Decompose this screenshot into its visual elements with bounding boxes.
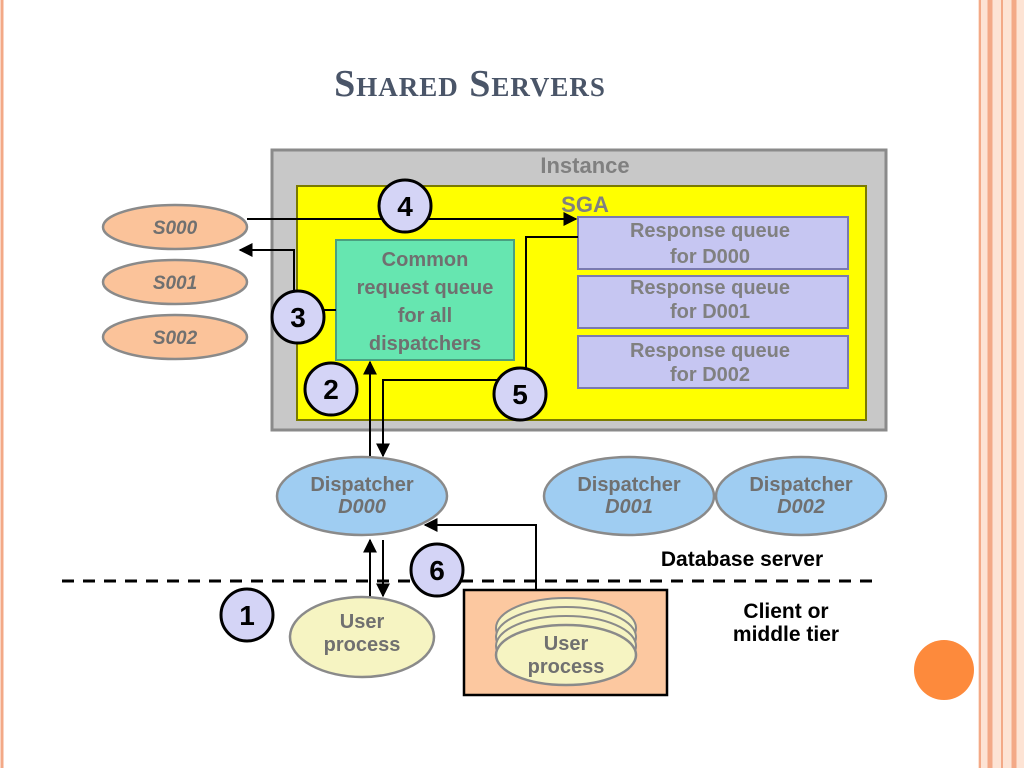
sga-label: SGA (561, 192, 609, 217)
response-queue-line2: for D000 (670, 246, 750, 268)
user-process-line: User (340, 611, 385, 633)
step-5-badge: 5 (492, 366, 548, 422)
dispatcher-id: D001 (605, 496, 653, 518)
database-server-label: Database server (661, 548, 823, 571)
dispatcher-d002: Dispatcher D002 (714, 455, 888, 537)
request-queue-line: for all (398, 305, 452, 327)
response-queue-d002: Response queue for D002 (577, 335, 849, 389)
server-label: S001 (153, 273, 197, 294)
step-1-badge: 1 (219, 587, 275, 643)
step-3-badge: 3 (270, 289, 326, 345)
server-label: S002 (153, 328, 198, 349)
accent-dot (914, 640, 974, 700)
step-number: 6 (429, 555, 445, 586)
response-queue-line2: for D001 (670, 301, 750, 323)
user-process-line: process (528, 656, 605, 678)
dispatcher-d000: Dispatcher D000 (275, 455, 449, 537)
client-tier-label-line: Client or (743, 600, 828, 623)
step-2-badge: 2 (303, 361, 359, 417)
server-s000: S000 (101, 203, 249, 251)
common-request-queue (335, 239, 515, 361)
request-queue-line: request queue (357, 277, 494, 299)
right-border-decoration (978, 0, 1024, 768)
dispatcher-label: Dispatcher (749, 474, 853, 496)
server-label: S000 (153, 218, 198, 239)
client-tier-label-line: middle tier (733, 623, 839, 646)
dispatcher-label: Dispatcher (577, 474, 681, 496)
response-queue-d000: Response queue for D000 (577, 216, 849, 270)
response-queue-d001: Response queue for D001 (577, 275, 849, 329)
step-number: 3 (290, 302, 306, 333)
server-s002: S002 (101, 313, 249, 361)
dispatcher-id: D002 (777, 496, 825, 518)
dispatcher-id: D000 (338, 496, 386, 518)
user-process-line: User (544, 633, 589, 655)
slide-title: Shared Servers (334, 63, 606, 105)
response-queue-line2: for D002 (670, 364, 750, 386)
step-number: 4 (397, 191, 413, 222)
dispatcher-d001: Dispatcher D001 (542, 455, 716, 537)
server-s001: S001 (101, 258, 249, 306)
response-queue-line1: Response queue (630, 220, 790, 242)
request-queue-line: dispatchers (369, 333, 481, 355)
step-6-badge: 6 (409, 542, 465, 598)
step-number: 5 (512, 379, 528, 410)
response-queue-line1: Response queue (630, 277, 790, 299)
request-queue-line: Common (382, 249, 469, 271)
user-process-single: User process (288, 595, 436, 679)
instance-label: Instance (540, 153, 629, 178)
user-process-line: process (324, 634, 401, 656)
step-4-badge: 4 (377, 178, 433, 234)
step-number: 1 (239, 600, 255, 631)
dispatcher-label: Dispatcher (310, 474, 414, 496)
step-number: 2 (323, 374, 339, 405)
response-queue-line1: Response queue (630, 340, 790, 362)
client-process-group: User process (462, 588, 669, 697)
arrow-client-to-dispatcher (423, 518, 537, 590)
